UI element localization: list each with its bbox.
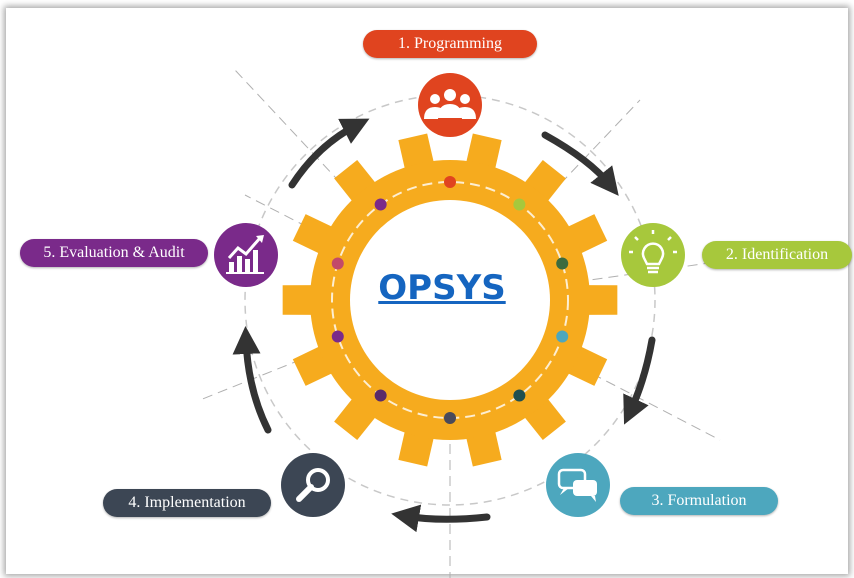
- gear: [282, 133, 618, 467]
- gear-dot: [513, 389, 526, 402]
- step-5-label[interactable]: 5. Evaluation & Audit: [20, 239, 208, 267]
- step-4-label[interactable]: 4. Implementation: [103, 489, 271, 517]
- gear-dot: [331, 257, 344, 270]
- step-2-node[interactable]: [621, 223, 685, 287]
- gear-dot: [331, 330, 344, 343]
- gear-dot: [513, 198, 526, 211]
- cycle-arrows: [232, 118, 656, 533]
- arrow-1-to-2: [541, 131, 619, 196]
- arrow-5-to-1: [288, 118, 370, 189]
- step-5-node[interactable]: [214, 223, 278, 287]
- center-title-link[interactable]: OPSYS: [378, 268, 506, 308]
- gear-dot: [444, 176, 456, 188]
- arrow-3-to-4: [391, 504, 491, 533]
- gear-dot: [374, 198, 387, 211]
- people-icon: [424, 89, 476, 119]
- lightbulb-icon: [629, 230, 677, 274]
- chat-bubbles-icon: [557, 468, 597, 502]
- step-3-label[interactable]: 3. Formulation: [620, 487, 778, 515]
- arrow-2-to-3: [623, 336, 656, 425]
- step-3-node[interactable]: [546, 453, 610, 517]
- gear-dot: [374, 389, 387, 402]
- gear-dot: [556, 330, 569, 343]
- cycle-ring: [244, 94, 656, 506]
- step-1-label[interactable]: 1. Programming: [363, 30, 537, 58]
- chart-icon: [226, 235, 264, 274]
- magnifier-icon: [296, 468, 330, 502]
- step-4-node[interactable]: [281, 453, 345, 517]
- arrow-4-to-5: [232, 326, 272, 434]
- gear-tooth: [282, 285, 316, 315]
- step-2-label[interactable]: 2. Identification: [702, 241, 852, 269]
- gear-tooth: [584, 285, 618, 315]
- step-1-node[interactable]: [418, 73, 482, 137]
- gear-dot: [444, 412, 456, 424]
- gear-dot: [556, 257, 569, 270]
